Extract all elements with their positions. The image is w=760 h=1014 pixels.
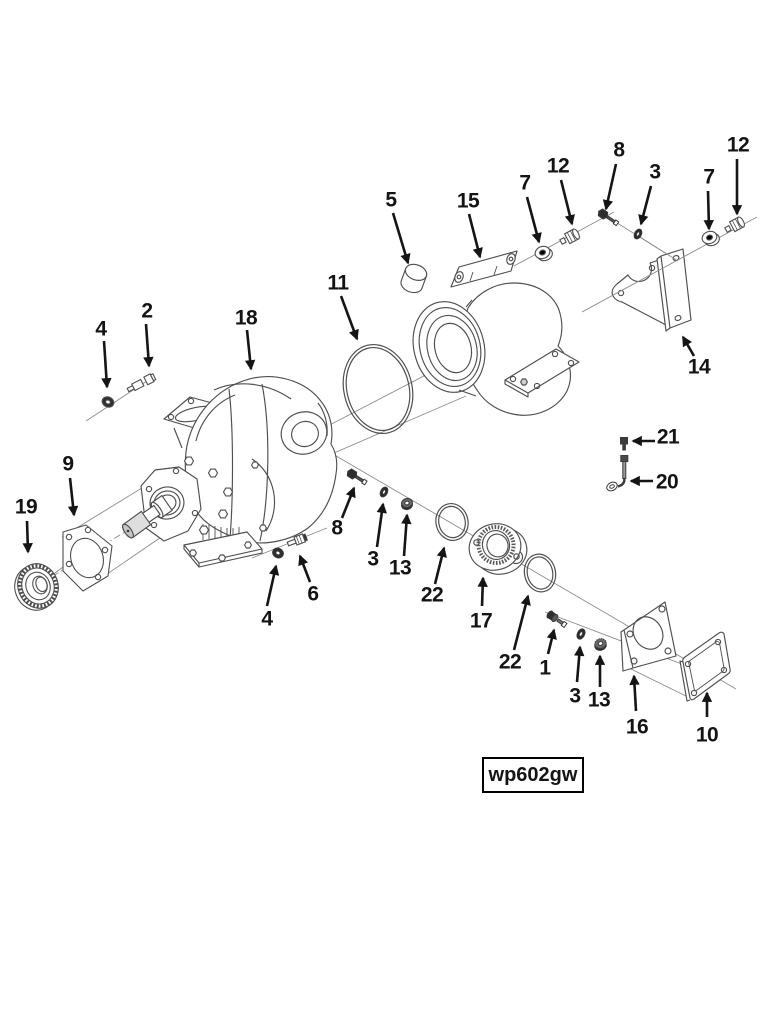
callout-label-12-left: 12 [546,154,570,178]
part-18-pump-body [122,376,338,568]
arrow-14 [681,335,696,357]
arrow-13-left [401,513,412,557]
arrow-1 [546,628,557,655]
part-9-gasket [62,524,113,592]
arrow-16 [629,674,640,712]
arrow-9 [67,477,79,517]
arrow-2 [143,323,154,368]
arrow-8-top [602,163,618,211]
hardware-washer-7-right [701,230,720,247]
arrow-4-top [101,340,112,389]
callout-label-6: 6 [307,582,319,606]
hardware-washer-4-bottom [272,547,284,559]
hardware-nut-13-right [594,638,607,651]
callout-label-22-second: 22 [498,650,522,674]
callout-label-13-right: 13 [587,688,611,712]
callout-label-13-left: 13 [388,556,412,580]
hardware-bolt-8-bottom [346,468,368,486]
callout-label-14: 14 [687,355,711,379]
callout-label-1: 1 [539,656,551,680]
callout-label-3-top: 3 [649,160,661,184]
callout-label-9: 9 [62,452,74,476]
arrow-8-bottom [340,486,356,519]
arrow-19 [22,520,33,554]
hardware-washer-3-top [633,228,643,240]
callout-label-10: 10 [695,723,719,747]
arrow-3-right [574,645,585,683]
callout-label-17: 17 [469,609,493,633]
arrow-18 [244,329,256,371]
callout-label-7-right: 7 [703,165,715,189]
callout-label-5: 5 [385,188,397,212]
callout-label-18: 18 [234,306,258,330]
callout-label-2: 2 [141,299,153,323]
arrow-3-top [638,185,653,226]
arrow-7-left [525,196,542,244]
arrow-11 [339,295,359,341]
arrow-7-right [703,190,714,231]
hardware-washer-3-bottom [379,486,389,498]
arrow-22-second [512,594,531,651]
figure-code-box: wp602gw [482,757,584,793]
callout-label-22-first: 22 [420,583,444,607]
assembly-lines-over-bracket [581,216,758,313]
hardware-nut-13-left [401,497,413,511]
callout-label-12-right: 12 [726,133,750,157]
hardware-bolt-2 [126,373,157,393]
callout-label-3-right: 3 [569,684,581,708]
part-19-gear [14,563,59,611]
hardware-bolt-8-top [597,208,620,227]
callout-label-20: 20 [655,470,679,494]
figure-code-text: wp602gw [488,763,578,786]
part-14-bracket [611,248,692,332]
hardware-washer-7-left [534,245,553,262]
arrow-17 [477,576,488,607]
callout-label-8-bottom: 8 [331,516,343,540]
arrow-3-bottom [375,502,387,548]
part-15-housing [412,250,580,416]
callout-label-4-bottom: 4 [261,607,273,631]
callout-label-8-top: 8 [613,138,625,162]
callout-label-3-bottom: 3 [367,547,379,571]
arrow-12-left [559,179,575,226]
part-17-carrier [468,523,528,575]
arrow-5 [391,212,411,265]
callout-label-16: 16 [625,715,649,739]
hardware-bolt-6 [286,533,309,547]
arrow-6 [298,554,312,583]
part-22-oring-second [523,553,557,593]
part-20-pin [606,455,629,492]
hardware-bolt-1 [546,610,568,629]
hardware-washer-4-top [101,396,115,408]
callout-label-4-top: 4 [95,317,107,341]
part-22-oring-first [435,503,469,541]
arrow-15 [467,213,483,259]
hardware-bolt-12-right [724,216,745,233]
part-21-stud [620,437,628,451]
part-10-gasket [679,631,731,702]
callout-label-15: 15 [456,189,480,213]
callout-label-11: 11 [327,271,349,295]
callout-arrows [22,159,743,717]
part-16-flange [620,601,677,672]
arrow-4-bottom [265,564,280,607]
part-5-cap [400,263,428,294]
hardware-washer-3-right [576,628,586,640]
callout-label-7-left: 7 [519,171,531,195]
callout-label-19: 19 [14,495,38,519]
arrow-22-first [433,546,447,585]
hardware-bolt-12-left [559,228,580,245]
part-11-oring [342,343,414,435]
callout-label-21: 21 [656,425,680,449]
